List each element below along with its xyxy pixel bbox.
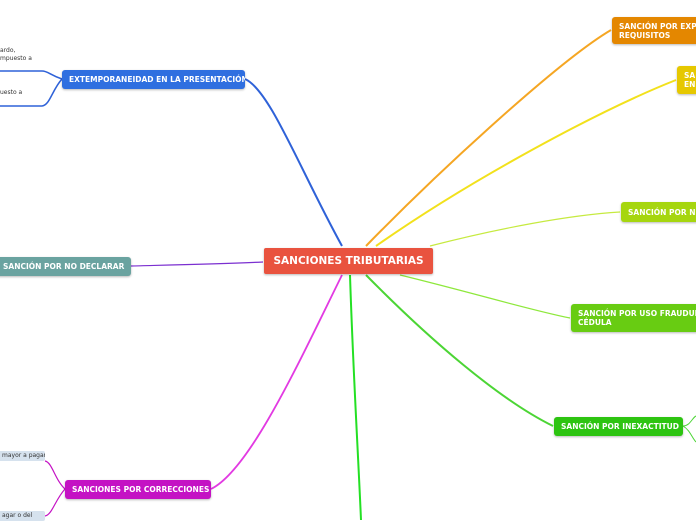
leaf-text-line2: mpuesto a bbox=[0, 54, 32, 62]
sublink-corr-2 bbox=[44, 488, 66, 517]
link-correcciones bbox=[210, 274, 343, 490]
branch-label: SANCIÓN POR EXPE bbox=[619, 21, 696, 31]
sublink-extemp-2 bbox=[0, 78, 63, 107]
branch-sancion-inexactitud[interactable]: SANCIÓN POR INEXACTITUD bbox=[554, 417, 683, 436]
branch-extemporaneidad[interactable]: EXTEMPORANEIDAD EN LA PRESENTACIÓN bbox=[62, 70, 245, 89]
link-uso-fraudulento bbox=[399, 274, 571, 319]
branch-label: SANCIÓN POR USO FRAUDULE bbox=[578, 309, 696, 318]
branch-label: SA bbox=[684, 71, 696, 80]
link-inexactitud bbox=[365, 274, 554, 427]
branch-sancion-expedicion[interactable]: SANCIÓN POR EXPE REQUISITOS bbox=[612, 17, 696, 44]
link-extemporaneidad bbox=[244, 78, 343, 247]
branch-label: EXTEMPORANEIDAD EN LA PRESENTACIÓN bbox=[69, 75, 245, 84]
link-no-facturar bbox=[429, 211, 621, 247]
central-topic-label: SANCIONES TRIBUTARIAS bbox=[273, 254, 424, 267]
branch-sancion-uso-fraudulento[interactable]: SANCIÓN POR USO FRAUDULE CÉDULA bbox=[571, 304, 696, 332]
branch-label-line2: EN bbox=[684, 80, 696, 89]
leaf-text-line1: ardo, bbox=[0, 47, 16, 54]
branch-sanciones-correcciones[interactable]: SANCIONES POR CORRECCIONES bbox=[65, 480, 211, 499]
leaf-text: agar o del bbox=[2, 512, 33, 519]
central-topic[interactable]: SANCIONES TRIBUTARIAS bbox=[264, 248, 433, 274]
link-no-declarar bbox=[130, 261, 264, 267]
branch-label: SANCIONES POR CORRECCIONES bbox=[72, 485, 210, 494]
branch-label-line2: CÉDULA bbox=[578, 318, 612, 327]
branch-label: SANCIÓN POR NO bbox=[628, 207, 696, 217]
branch-label: SANCIÓN POR INEXACTITUD bbox=[561, 422, 679, 431]
sublink-inexactitud bbox=[682, 415, 696, 427]
leaf-correcciones-1[interactable]: mayor a pagar bbox=[0, 451, 45, 461]
sublink-corr-1 bbox=[44, 460, 66, 490]
leaf-text: uesto a bbox=[0, 89, 23, 96]
leaf-text: mayor a pagar bbox=[2, 452, 45, 459]
leaf-extemporaneidad-1[interactable]: ardo, mpuesto a bbox=[0, 47, 32, 62]
sublink-extemp-1 bbox=[0, 70, 63, 80]
link-expedicion bbox=[365, 29, 612, 247]
leaf-extemporaneidad-2[interactable]: uesto a bbox=[0, 89, 22, 97]
branch-sancion-no-facturar[interactable]: SANCIÓN POR NO bbox=[621, 202, 696, 222]
branch-label-line2: REQUISITOS bbox=[619, 30, 671, 40]
branch-sancion-no-declarar[interactable]: SANCIÓN POR NO DECLARAR bbox=[0, 257, 131, 276]
branch-sancion-envio[interactable]: SA EN bbox=[677, 66, 696, 94]
branch-label: SANCIÓN POR NO DECLARAR bbox=[3, 262, 125, 271]
sublink-inexactitud-2 bbox=[682, 425, 696, 443]
link-bottom-branch bbox=[349, 274, 362, 520]
leaf-correcciones-2[interactable]: agar o del bbox=[0, 511, 45, 521]
link-envio bbox=[375, 79, 677, 247]
